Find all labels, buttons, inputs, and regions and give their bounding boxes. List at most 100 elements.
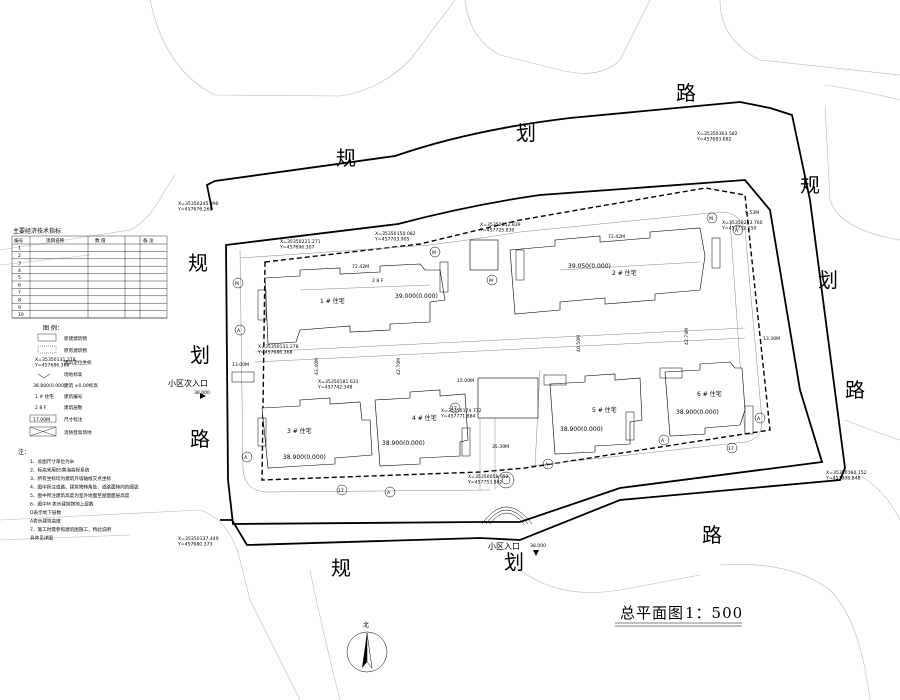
econ-table-row-number: 4 xyxy=(18,268,21,274)
svg-text:15.00M: 15.00M xyxy=(457,378,474,384)
main-entrance-label: 小区入口 xyxy=(488,542,520,551)
svg-text:M: M xyxy=(432,250,436,256)
building-4-name: 4 # 住宅 xyxy=(412,414,437,422)
svg-text:A: A xyxy=(661,438,665,444)
econ-table-row-number: 8 xyxy=(18,297,21,303)
svg-text:A: A xyxy=(735,228,739,234)
north-label: 北 xyxy=(363,621,369,629)
note-item: 具体见详图 xyxy=(30,535,53,542)
svg-text:路: 路 xyxy=(845,378,865,402)
svg-text:M: M xyxy=(235,281,239,287)
svg-text:编号: 编号 xyxy=(14,237,24,244)
svg-text:M: M xyxy=(709,216,713,222)
svg-text:38.800(0.000): 38.800(0.000) xyxy=(33,383,66,389)
building-2-name: 2 # 住宅 xyxy=(612,269,637,277)
svg-text:划: 划 xyxy=(818,268,838,292)
svg-text:A: A xyxy=(545,462,549,468)
secondary-entrance-label: 小区次入口 xyxy=(168,378,208,388)
note-item: 6、图中M 表示建筑物地上层数 xyxy=(30,501,94,508)
road-names: 路 划 规 规 划 路 规 划 路 路 划 规 xyxy=(188,81,865,580)
building-5-name: 5 # 住宅 xyxy=(592,406,617,414)
svg-text:38.000: 38.000 xyxy=(530,543,546,549)
econ-table-row-number: 1 xyxy=(18,246,21,252)
building-1: 1 # 住宅 39.000(0.000) 2 8 F xyxy=(264,263,446,345)
building-6-name: 6 # 住宅 xyxy=(697,390,722,398)
building-2: 39.050(0.000) 2 # 住宅 xyxy=(509,227,706,315)
svg-text:路: 路 xyxy=(190,427,210,451)
svg-text:规: 规 xyxy=(800,173,820,197)
svg-text:A: A xyxy=(244,455,248,461)
svg-text:建筑 ±0.00标高: 建筑 ±0.00标高 xyxy=(64,382,98,389)
note-item: 1、总图尺寸单位为米 xyxy=(30,458,75,465)
building-1-elev: 39.000(0.000) xyxy=(395,293,438,300)
building-3-elev: 38.900(0.000) xyxy=(283,454,326,461)
svg-text:建筑层数: 建筑层数 xyxy=(64,404,83,411)
fire-pads xyxy=(231,237,754,457)
svg-text:原有建筑物: 原有建筑物 xyxy=(64,347,87,354)
svg-text:13.00M: 13.00M xyxy=(232,362,249,368)
building-5: 38.900(0.000) 5 # 住宅 xyxy=(549,373,643,455)
svg-text:尺寸标注: 尺寸标注 xyxy=(64,416,83,423)
note-item: 2、标高采用85黄海高程系统 xyxy=(30,467,90,474)
note-item: 4、图中所注道路、建筑物转角处、道路面转向的圆弧 xyxy=(30,484,139,491)
note-item: D表示地下层数 xyxy=(30,509,62,516)
svg-text:35.39M: 35.39M xyxy=(492,444,509,450)
building-6-elev: 38.900(0.000) xyxy=(676,409,719,416)
main-entrance-arrow-icon xyxy=(533,550,539,556)
econ-table-row-number: 5 xyxy=(18,275,21,281)
svg-text:13.30M: 13.30M xyxy=(763,336,780,342)
building-4-elev: 38.900(0.000) xyxy=(382,440,425,447)
svg-text:42.74M: 42.74M xyxy=(684,328,690,345)
svg-text:建筑定位坐标: 建筑定位坐标 xyxy=(64,359,92,366)
svg-text:划: 划 xyxy=(190,343,210,367)
econ-table-row-number: 10 xyxy=(18,312,24,318)
svg-text:划: 划 xyxy=(516,121,536,145)
dimensions: 72.42M 72.42M 15.00M 13.00M 43.40M 42.70… xyxy=(232,210,780,450)
svg-text:注：: 注： xyxy=(18,448,30,456)
svg-text:新建建筑物: 新建建筑物 xyxy=(64,335,87,342)
building-5-elev: 38.900(0.000) xyxy=(560,426,603,433)
legend-title: 图 例： xyxy=(43,324,63,332)
svg-text:规: 规 xyxy=(331,556,351,580)
svg-text:消防登高场地: 消防登高场地 xyxy=(64,429,92,436)
building-1-floors: 2 8 F xyxy=(372,278,384,284)
svg-text:38.000: 38.000 xyxy=(194,390,210,396)
svg-text:M: M xyxy=(489,278,493,284)
notes: 注： 1、总图尺寸单位为米2、标高采用85黄海高程系统3、所有坐标均为建筑外墙轴… xyxy=(18,448,139,542)
note-item: A表示建筑高度 xyxy=(30,518,61,525)
svg-text:17: 17 xyxy=(728,446,734,452)
svg-text:A: A xyxy=(387,490,391,496)
svg-text:1 # 住宅: 1 # 住宅 xyxy=(35,393,54,400)
svg-text:17: 17 xyxy=(451,406,457,412)
building-6: 38.900(0.000) 6 # 住宅 xyxy=(664,361,746,437)
building-3: 38.900(0.000) 3 # 住宅 xyxy=(261,397,373,469)
svg-text:42.70M: 42.70M xyxy=(396,358,402,375)
svg-text:43.40M: 43.40M xyxy=(314,358,320,375)
building-1-name: 1 # 住宅 xyxy=(320,297,345,305)
svg-text:17.00M: 17.00M xyxy=(33,417,50,423)
secondary-entrance-arrow-icon xyxy=(200,393,206,399)
note-item: 5、图中所注建筑高度为室外地面至屋面面层高度 xyxy=(30,492,130,499)
svg-text:72.42M: 72.42M xyxy=(352,264,369,270)
secondary-entrance: 小区次入口 38.000 xyxy=(168,378,210,399)
svg-text:72.42M: 72.42M xyxy=(608,234,625,240)
site-boundary xyxy=(205,101,846,546)
svg-text:规: 规 xyxy=(336,146,356,170)
svg-text:备 注: 备 注 xyxy=(143,237,154,244)
svg-text:路: 路 xyxy=(676,81,696,105)
svg-text:17: 17 xyxy=(338,488,344,494)
svg-text:9.53M: 9.53M xyxy=(745,210,759,216)
svg-text:路: 路 xyxy=(702,523,722,547)
